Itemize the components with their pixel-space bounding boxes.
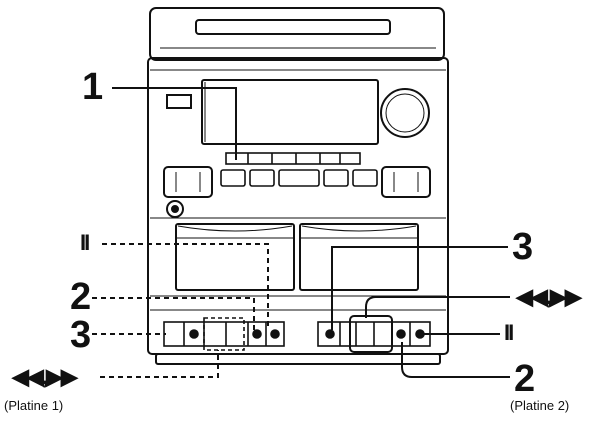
highlight-rwff-left	[203, 317, 245, 351]
caption-deck2: (Platine 2)	[510, 398, 570, 413]
left-selector	[163, 166, 213, 198]
deck2-window	[299, 223, 419, 291]
callout-1: 1	[82, 66, 104, 108]
leader-2-right	[401, 342, 510, 378]
headphone-jack	[166, 200, 184, 218]
volume-knob	[380, 88, 430, 138]
leader-3-right	[331, 246, 508, 330]
callout-rwff-right: ◀◀,▶▶	[516, 284, 582, 309]
base	[155, 353, 441, 365]
callout-2-right: 2	[514, 358, 536, 400]
display-window	[201, 79, 379, 145]
top-panel	[149, 7, 445, 61]
cd-slot	[195, 19, 391, 35]
callout-pause-right: II	[504, 320, 514, 345]
leader-1	[112, 87, 237, 160]
callout-3-right: 3	[512, 226, 534, 268]
right-selector	[381, 166, 431, 198]
highlight-rwff-right	[349, 315, 393, 353]
callout-3-left: 3	[70, 314, 92, 356]
leader-rwff-left	[100, 350, 219, 378]
stereo-unit	[147, 7, 449, 365]
upper-button-row	[225, 152, 361, 165]
leader-pause-left	[102, 243, 269, 330]
caption-deck1: (Platine 1)	[4, 398, 64, 413]
callout-rwff-left: ◀◀,▶▶	[12, 364, 78, 389]
callout-pause-left: II	[80, 230, 90, 255]
deck1-window	[175, 223, 295, 291]
small-indicator	[166, 94, 192, 109]
callout-2-left: 2	[70, 276, 92, 318]
deck2-buttons	[317, 321, 431, 347]
lower-button-row	[220, 169, 378, 187]
leader-2-left	[92, 297, 255, 330]
deck1-buttons	[163, 321, 285, 347]
leader-rwff-right	[365, 296, 510, 318]
leader-lines	[92, 87, 510, 378]
